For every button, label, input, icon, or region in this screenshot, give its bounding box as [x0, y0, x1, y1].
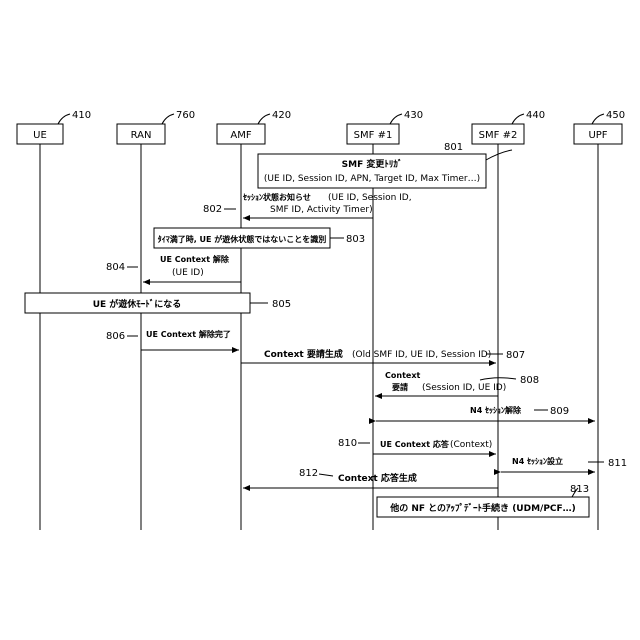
step-803-ref: 803 — [346, 234, 365, 245]
step-813-ref: 813 — [570, 484, 589, 495]
step-809-ref: 809 — [550, 406, 569, 417]
entity-ref: 440 — [526, 110, 545, 121]
entity-ran: RAN 760 — [117, 110, 195, 144]
step-804-ref: 804 — [106, 262, 125, 273]
step-808-message: Context 要請 (Session ID, UE ID) 808 — [375, 371, 539, 396]
entity-ref: 410 — [72, 110, 91, 121]
step-804-message: UE Context 解除 (UE ID) 804 — [106, 254, 241, 282]
step-804-title: UE Context 解除 — [160, 254, 230, 264]
step-803-text: ﾀｲﾏ満了時, UE が遊休状態ではないことを識別 — [158, 234, 327, 244]
entity-smf1: SMF #1 430 — [347, 110, 423, 144]
entity-label: RAN — [131, 130, 152, 141]
entity-label: UPF — [588, 130, 607, 141]
step-811-message: N4 ｾｯｼｮﾝ設立 811 — [501, 456, 627, 472]
step-809-title: N4 ｾｯｼｮﾝ解除 — [470, 405, 522, 415]
step-813-text: 他の NF とのｱｯﾌﾟﾃﾞｰﾄ手続き (UDM/PCF…) — [389, 502, 576, 514]
entity-ref: 420 — [272, 110, 291, 121]
step-806-message: UE Context 解除完了 806 — [106, 329, 239, 350]
step-801-box: SMF 変更ﾄﾘｶﾞ (UE ID, Session ID, APN, Targ… — [258, 142, 512, 188]
step-804-detail: (UE ID) — [172, 268, 204, 278]
entity-label: SMF #2 — [479, 130, 518, 141]
step-808-detail: (Session ID, UE ID) — [422, 383, 506, 393]
entity-label: SMF #1 — [354, 130, 393, 141]
step-802-detail1: (UE ID, Session ID, — [328, 193, 412, 203]
entity-smf2: SMF #2 440 — [472, 110, 545, 144]
entity-label: AMF — [230, 130, 251, 141]
entity-ref: 450 — [606, 110, 625, 121]
step-806-title: UE Context 解除完了 — [146, 329, 231, 339]
step-810-detail: (Context) — [450, 440, 492, 450]
step-811-ref: 811 — [608, 458, 627, 469]
entity-label: UE — [33, 130, 47, 141]
step-810-message: UE Context 応答 (Context) 810 — [338, 438, 496, 454]
step-803-box: ﾀｲﾏ満了時, UE が遊休状態ではないことを識別 803 — [154, 228, 365, 248]
step-805-text: UE が遊休ﾓｰﾄﾞになる — [93, 298, 182, 310]
step-806-ref: 806 — [106, 331, 125, 342]
step-807-title: Context 要請生成 — [264, 348, 343, 360]
step-812-title: Context 応答生成 — [338, 472, 417, 484]
entity-ref: 760 — [176, 110, 195, 121]
step-811-title: N4 ｾｯｼｮﾝ設立 — [512, 456, 563, 466]
entity-ref: 430 — [404, 110, 423, 121]
step-810-title: UE Context 応答 — [380, 439, 450, 449]
step-812-message: Context 応答生成 812 — [243, 468, 498, 488]
entity-amf: AMF 420 — [217, 110, 291, 144]
step-812-ref: 812 — [299, 468, 318, 479]
step-807-ref: 807 — [506, 350, 525, 361]
step-805-box: UE が遊休ﾓｰﾄﾞになる 805 — [25, 293, 291, 313]
step-802-ref: 802 — [203, 204, 222, 215]
step-807-message: Context 要請生成 (Old SMF ID, UE ID, Session… — [241, 348, 525, 363]
step-810-ref: 810 — [338, 438, 357, 449]
step-802-detail2: SMF ID, Activity Timer) — [270, 205, 373, 215]
step-813-box: 他の NF とのｱｯﾌﾟﾃﾞｰﾄ手続き (UDM/PCF…) 813 — [377, 484, 589, 517]
step-801-detail: (UE ID, Session ID, APN, Target ID, Max … — [264, 174, 480, 184]
step-802-message: ｾｯｼｮﾝ状態お知らせ (UE ID, Session ID, SMF ID, … — [203, 192, 412, 218]
step-808-title2: 要請 — [392, 382, 408, 392]
entity-upf: UPF 450 — [574, 110, 625, 144]
step-802-title: ｾｯｼｮﾝ状態お知らせ — [242, 192, 311, 202]
step-808-ref: 808 — [520, 375, 539, 386]
step-801-title: SMF 変更ﾄﾘｶﾞ — [342, 158, 403, 170]
step-805-ref: 805 — [272, 299, 291, 310]
step-809-message: N4 ｾｯｼｮﾝ解除 809 — [376, 405, 595, 421]
step-801-ref: 801 — [444, 142, 463, 153]
step-808-title1: Context — [385, 371, 420, 380]
entity-ue: UE 410 — [17, 110, 91, 144]
step-807-detail: (Old SMF ID, UE ID, Session ID) — [352, 350, 491, 360]
